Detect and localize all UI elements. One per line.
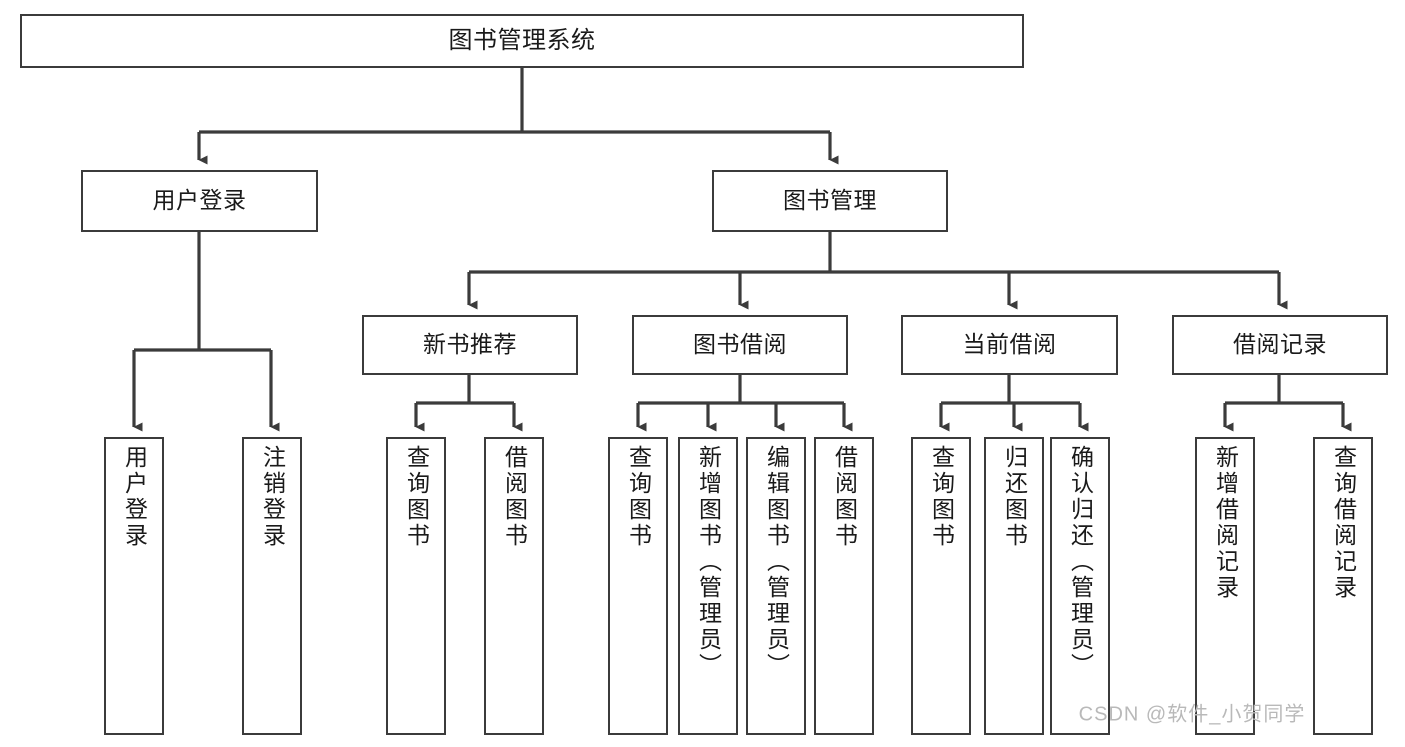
node-label: 编辑图书（管理员） [763,445,790,679]
node-current-borrow[interactable]: 当前借阅 [901,315,1118,375]
leaf-add-book-admin[interactable]: 新增图书（管理员） [678,437,738,735]
leaf-return-book[interactable]: 归还图书 [984,437,1044,735]
leaf-confirm-return-admin[interactable]: 确认归还（管理员） [1050,437,1110,735]
node-label: 查询图书 [625,445,652,549]
node-label: 当前借阅 [962,331,1057,358]
leaf-query-borrow-record[interactable]: 查询借阅记录 [1313,437,1373,735]
node-book-borrow[interactable]: 图书借阅 [632,315,848,375]
node-label: 图书借阅 [693,331,787,358]
leaf-user-login[interactable]: 用户登录 [104,437,164,735]
node-label: 借阅图书 [501,445,528,549]
leaf-query-book-borrow[interactable]: 查询图书 [608,437,668,735]
node-label: 归还图书 [1001,445,1028,549]
node-new-book-recommend[interactable]: 新书推荐 [362,315,578,375]
leaf-query-book-recommend[interactable]: 查询图书 [386,437,446,735]
node-label: 借阅图书 [831,445,858,549]
node-label: 新书推荐 [423,331,517,358]
leaf-borrow-book[interactable]: 借阅图书 [814,437,874,735]
leaf-borrow-book-recommend[interactable]: 借阅图书 [484,437,544,735]
node-label: 新增借阅记录 [1212,445,1239,601]
node-label: 新增图书（管理员） [695,445,722,679]
node-label: 图书管理系统 [448,26,596,54]
node-label: 查询图书 [403,445,430,549]
node-label: 借阅记录 [1233,331,1327,358]
node-label: 用户登录 [152,187,247,214]
node-label: 用户登录 [121,445,148,549]
node-book-management[interactable]: 图书管理 [712,170,948,232]
leaf-logout[interactable]: 注销登录 [242,437,302,735]
leaf-add-borrow-record[interactable]: 新增借阅记录 [1195,437,1255,735]
node-label: 图书管理 [783,187,877,214]
node-label: 查询借阅记录 [1330,445,1357,601]
node-borrow-records[interactable]: 借阅记录 [1172,315,1388,375]
leaf-query-book-current[interactable]: 查询图书 [911,437,971,735]
node-label: 查询图书 [928,445,955,549]
node-label: 确认归还（管理员） [1067,445,1094,679]
node-user-login[interactable]: 用户登录 [81,170,318,232]
node-root-system[interactable]: 图书管理系统 [20,14,1024,68]
node-label: 注销登录 [259,445,286,549]
leaf-edit-book-admin[interactable]: 编辑图书（管理员） [746,437,806,735]
